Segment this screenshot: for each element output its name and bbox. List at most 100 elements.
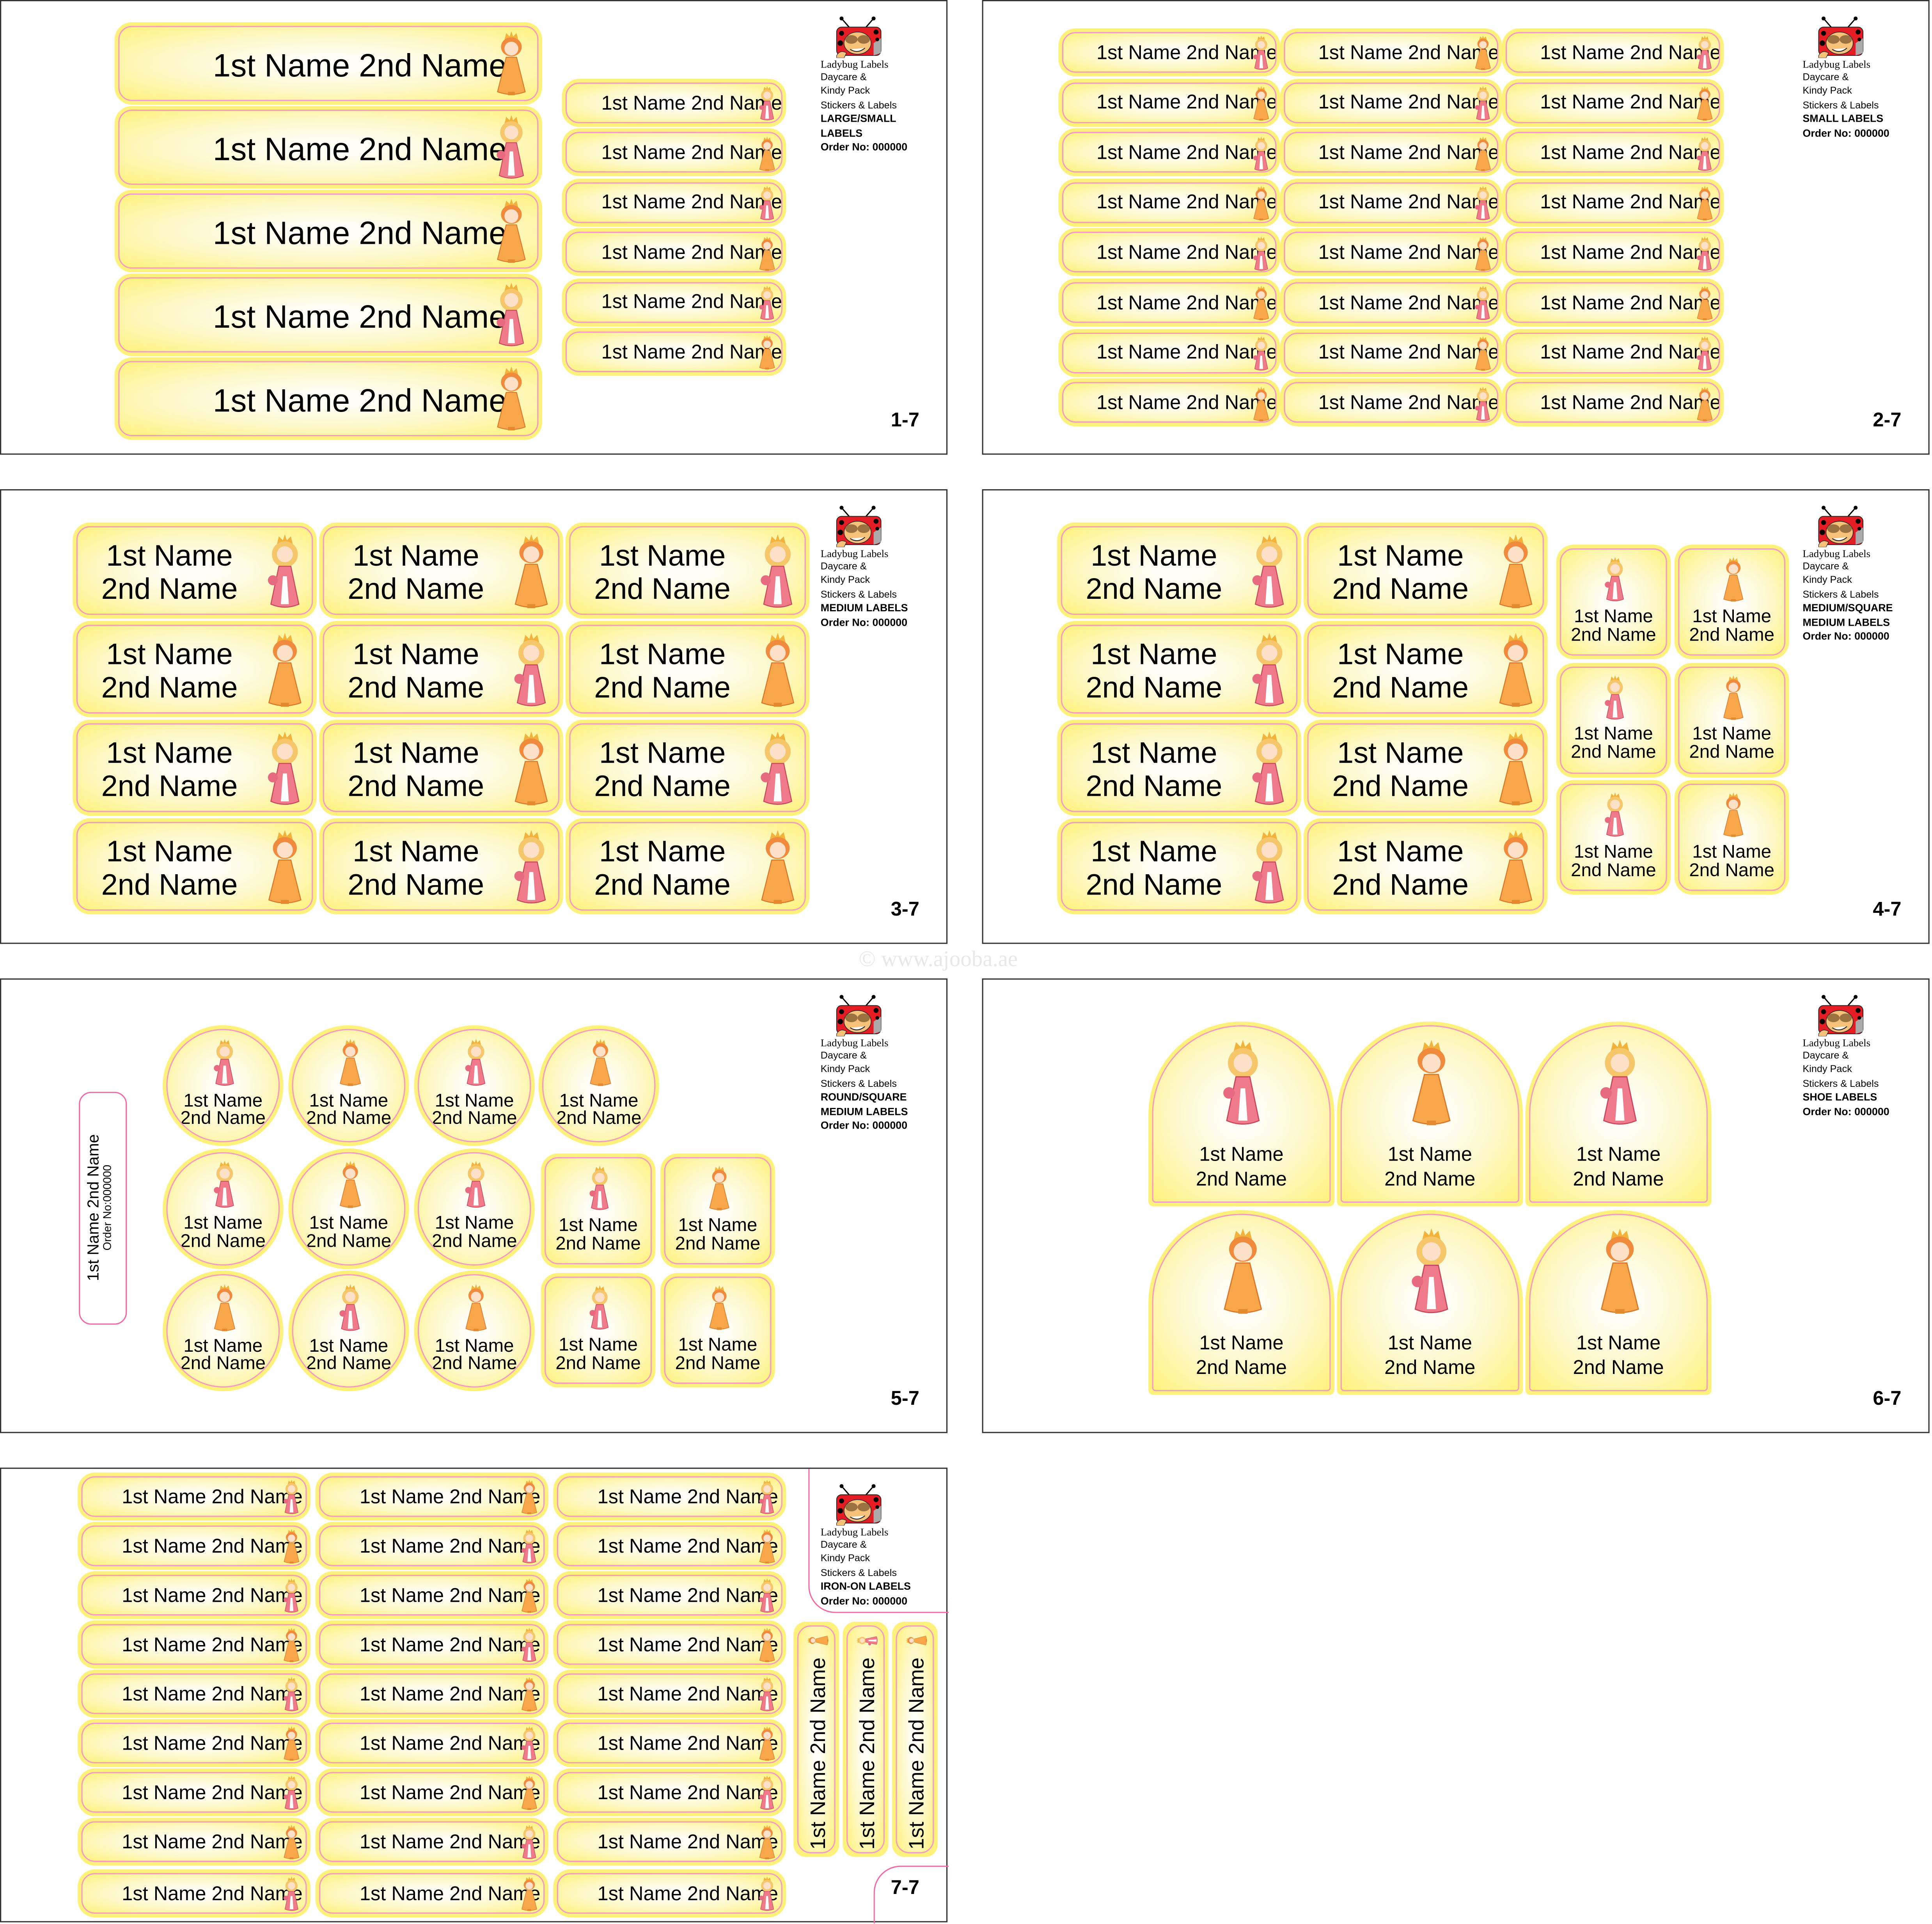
name-label[interactable]: 1st Name 2nd Name [562, 178, 786, 227]
name-label[interactable]: 1st Name 2nd Name [1502, 228, 1724, 277]
name-label[interactable]: 1st Name 2nd Name [315, 1670, 548, 1718]
name-label[interactable]: 1st Name 2nd Name [553, 1472, 786, 1521]
name-label[interactable]: 1st Name 2nd Name [1502, 178, 1724, 227]
name-label[interactable]: 1st Name 2nd Name [1280, 278, 1502, 327]
name-label[interactable]: 1st Name 2nd Name [1058, 278, 1280, 327]
name-label[interactable]: 1st Name 2nd Name [114, 190, 542, 273]
name-label[interactable]: 1st Name 2nd Name [1502, 278, 1724, 327]
name-label[interactable]: 1st Name 2nd Name [78, 1571, 311, 1619]
name-label[interactable]: 1st Name 2nd Name [1280, 78, 1502, 127]
name-label[interactable]: 1st Name 2nd Name [793, 1621, 839, 1857]
name-label[interactable]: 1st Name 2nd Name [315, 1719, 548, 1767]
name-label[interactable]: 1st Name 2nd Name [114, 273, 542, 356]
name-label[interactable]: 1st Name 2nd Name [1502, 378, 1724, 427]
name-label[interactable]: 1st Name 2nd Name [1502, 28, 1724, 76]
name-label[interactable]: 1st Name 2nd Name [315, 1869, 548, 1918]
name-label[interactable]: 1st Name 2nd Name [562, 79, 786, 127]
name-label[interactable]: 1st Name 2nd Name [553, 1818, 786, 1866]
name-label[interactable]: 1st Name 2nd Name [1058, 178, 1280, 227]
name-label[interactable]: 1st Name 2nd Name [892, 1621, 938, 1857]
name-label[interactable]: 1st Name 2nd Name [1502, 78, 1724, 127]
name-label[interactable]: 1st Name 2nd Name [315, 1768, 548, 1817]
name-label[interactable]: 1st Name 2nd Name [1502, 328, 1724, 377]
name-label[interactable]: 1st Name 2nd Name [78, 1522, 311, 1570]
name-label[interactable]: 1st Name 2nd Name [114, 106, 542, 189]
name-label[interactable]: 1st Name 2nd Name [315, 1472, 548, 1521]
name-label[interactable]: 1st Name 2nd Name [1058, 328, 1280, 377]
name-label[interactable]: 1st Name 2nd Name [553, 1620, 786, 1669]
name-label[interactable]: 1st Name 2nd Name [78, 1472, 311, 1521]
name-label[interactable]: 1st Name 2nd Name [562, 278, 786, 326]
name-label[interactable]: 1st Name 2nd Name [1502, 128, 1724, 177]
name-label[interactable]: 1st Name 2nd Name [114, 22, 542, 105]
name-label[interactable]: 1st Name 2nd Name [78, 1869, 311, 1918]
name-label[interactable]: 1st Name 2nd Name [553, 1869, 786, 1918]
name-label[interactable]: 1st Name 2nd Name [1280, 228, 1502, 277]
name-label[interactable]: 1st Name 2nd Name [78, 1670, 311, 1718]
name-label[interactable]: 1st Name 2nd Name [78, 1719, 311, 1767]
name-label[interactable]: 1st Name 2nd Name [553, 1571, 786, 1619]
name-label[interactable]: 1st Name 2nd Name [1280, 28, 1502, 76]
name-label[interactable]: 1st Name 2nd Name [553, 1719, 786, 1767]
name-label[interactable]: 1st Name 2nd Name [1058, 228, 1280, 277]
name-label[interactable]: 1st Name 2nd Name [562, 328, 786, 376]
name-label[interactable]: 1st Name 2nd Name [315, 1571, 548, 1619]
name-label[interactable]: 1st Name 2nd Name [1058, 128, 1280, 177]
name-label[interactable]: 1st Name 2nd Name [562, 128, 786, 177]
name-label[interactable]: 1st Name 2nd Name [1058, 28, 1280, 76]
name-label[interactable]: 1st Name 2nd Name [843, 1621, 889, 1857]
name-label[interactable]: 1st Name 2nd Name [553, 1522, 786, 1570]
name-label[interactable]: 1st Name 2nd Name [78, 1620, 311, 1669]
name-label[interactable]: 1st Name 2nd Name [315, 1620, 548, 1669]
name-label[interactable]: 1st Name 2nd Name [78, 1818, 311, 1866]
name-label[interactable]: 1st Name 2nd Name [315, 1818, 548, 1866]
name-label[interactable]: 1st Name 2nd Name [553, 1670, 786, 1718]
name-label[interactable]: 1st Name 2nd Name [114, 357, 542, 440]
name-label[interactable]: 1st Name 2nd Name [315, 1522, 548, 1570]
name-label[interactable]: 1st Name 2nd Name [1058, 378, 1280, 427]
name-label[interactable]: 1st Name 2nd Name [1058, 78, 1280, 127]
name-label[interactable]: 1st Name 2nd Name [1280, 328, 1502, 377]
name-label[interactable]: 1st Name 2nd Name [1280, 128, 1502, 177]
